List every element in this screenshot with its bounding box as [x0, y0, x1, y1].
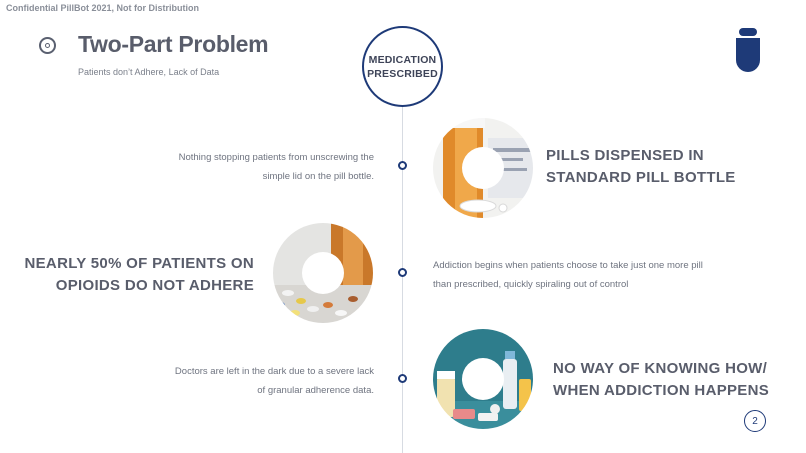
- row-1-heading-line-2: STANDARD PILL BOTTLE: [546, 169, 736, 186]
- row-3-text-line-2: of granular adherence data.: [257, 385, 374, 396]
- timeline-dot-2: [398, 268, 407, 277]
- spilled-pills-image: [273, 223, 373, 323]
- row-3-text-line-1: Doctors are left in the dark due to a se…: [174, 366, 374, 377]
- page-number-badge: 2: [744, 410, 766, 432]
- medication-prescribed-badge: MEDICATION PRESCRIBED: [362, 26, 443, 107]
- pill-capsule-logo-icon: [736, 26, 760, 77]
- timeline-line: [402, 104, 403, 453]
- row-3-heading: NO WAY OF KNOWING HOW/ WHEN ADDICTION HA…: [553, 358, 769, 402]
- page-subtitle: Patients don’t Adhere, Lack of Data: [78, 67, 220, 77]
- row-3-heading-line-2: WHEN ADDICTION HAPPENS: [553, 382, 770, 399]
- row-2-heading-line-2: OPIOIDS DO NOT ADHERE: [55, 277, 254, 294]
- row-2-text-line-2: than prescribed, quickly spiraling out o…: [433, 279, 629, 290]
- row-1-description: Nothing stopping patients from unscrewin…: [150, 148, 374, 186]
- medicine-illustration-image: [433, 329, 533, 429]
- confidential-notice: Confidential PillBot 2021, Not for Distr…: [6, 3, 200, 13]
- timeline-dot-1: [398, 161, 407, 170]
- row-1-text-line-2: simple lid on the pill bottle.: [262, 171, 374, 182]
- row-1-heading-line-1: PILLS DISPENSED IN: [546, 147, 704, 164]
- badge-line-1: MEDICATION: [368, 53, 437, 66]
- row-2-text-line-1: Addiction begins when patients choose to…: [433, 260, 703, 271]
- row-2-heading-line-1: NEARLY 50% OF PATIENTS ON: [24, 255, 254, 272]
- row-2-heading: NEARLY 50% OF PATIENTS ON OPIOIDS DO NOT…: [8, 253, 254, 297]
- page-title: Two-Part Problem: [78, 31, 269, 57]
- row-1-text-line-1: Nothing stopping patients from unscrewin…: [178, 152, 374, 163]
- page-number: 2: [752, 415, 758, 427]
- pill-bottle-image: [433, 118, 533, 218]
- row-3-description: Doctors are left in the dark due to a se…: [150, 362, 374, 400]
- row-3-heading-line-1: NO WAY OF KNOWING HOW/: [553, 360, 768, 377]
- badge-line-2: PRESCRIBED: [367, 67, 438, 80]
- target-circle-icon: [39, 37, 56, 54]
- row-1-heading: PILLS DISPENSED IN STANDARD PILL BOTTLE: [546, 145, 736, 189]
- row-2-description: Addiction begins when patients choose to…: [433, 256, 733, 294]
- timeline-dot-3: [398, 374, 407, 383]
